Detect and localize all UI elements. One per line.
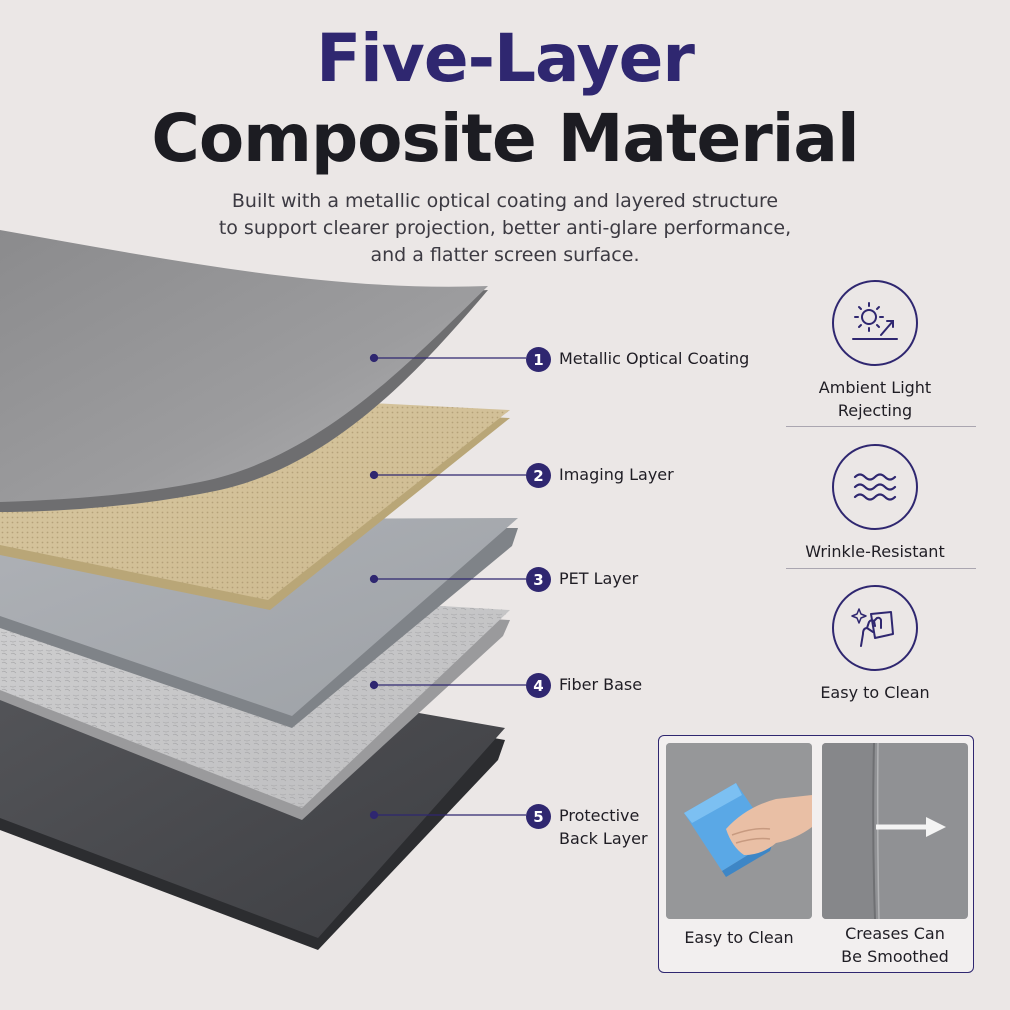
number-badge: 2 [526, 463, 551, 488]
subtitle-line: to support clearer projection, better an… [218, 217, 792, 239]
feature-icon-circle [832, 585, 918, 671]
layer-label-line: Imaging Layer [559, 465, 674, 484]
callout-layer-5: 5 Protective Back Layer [526, 804, 648, 850]
demo-label-line: Easy to Clean [684, 928, 794, 947]
easy-to-clean-photo [666, 743, 812, 919]
arrow-right-icon [926, 817, 946, 837]
feature-icon-circle [832, 280, 918, 366]
layer-2-sheet [0, 402, 510, 610]
feature-label: Easy to Clean [786, 681, 964, 704]
hand-wipe-icon [851, 608, 894, 647]
demo-label-line: Be Smoothed [841, 947, 949, 966]
feature-ambient-light: Ambient Light Rejecting [786, 280, 964, 422]
layer-label: PET Layer [559, 567, 638, 590]
creases-photo [822, 743, 968, 919]
feature-wrinkle-resistant: Wrinkle-Resistant [786, 444, 964, 563]
demo-label-line: Creases Can [845, 924, 945, 943]
layer-label: Fiber Base [559, 673, 642, 696]
layer-label-line: PET Layer [559, 569, 639, 588]
callout-layer-1: 1 Metallic Optical Coating [526, 347, 749, 372]
subtitle-line: and a flatter screen surface. [370, 244, 640, 266]
feature-divider [786, 426, 976, 427]
subtitle-line: Built with a metallic optical coating an… [231, 190, 779, 212]
cloth-wipe-illustration [666, 743, 812, 919]
feature-easy-to-clean: Easy to Clean [786, 585, 964, 704]
callout-layer-2: 2 Imaging Layer [526, 463, 674, 488]
layer-label-line: Back Layer [559, 829, 648, 848]
feature-divider [786, 568, 976, 569]
feature-label-line: Easy to Clean [820, 683, 930, 702]
layer-label: Imaging Layer [559, 463, 674, 486]
layer-label: Protective Back Layer [559, 804, 648, 850]
number-badge: 1 [526, 347, 551, 372]
subtitle: Built with a metallic optical coating an… [200, 188, 810, 269]
leader-lines [369, 353, 526, 820]
title-line-1: Five-Layer [316, 20, 695, 97]
feature-label: Wrinkle-Resistant [786, 540, 964, 563]
title-line-2: Composite Material [151, 100, 859, 177]
demo-panel: Easy to Clean Creases Can Be Smoothed [658, 735, 974, 973]
layer-1-sheet [0, 230, 488, 512]
number-badge: 5 [526, 804, 551, 829]
feature-label-line: Wrinkle-Resistant [805, 542, 945, 561]
feature-label-line: Ambient Light [818, 378, 932, 397]
demo-label-left: Easy to Clean [659, 926, 819, 949]
sun-reflection-icon [852, 302, 898, 340]
feature-label: Ambient Light Rejecting [786, 376, 964, 422]
feature-label-line: Rejecting [837, 401, 913, 420]
feature-icon-circle [832, 444, 918, 530]
number-badge: 3 [526, 567, 551, 592]
layer-label: Metallic Optical Coating [559, 347, 749, 370]
layer-label-line: Protective [559, 806, 640, 825]
callout-layer-4: 4 Fiber Base [526, 673, 642, 698]
demo-label-right: Creases Can Be Smoothed [815, 922, 975, 968]
layer-label-line: Fiber Base [559, 675, 643, 694]
layer-label-line: Metallic Optical Coating [559, 349, 750, 368]
number-badge: 4 [526, 673, 551, 698]
waves-icon [853, 473, 897, 501]
callout-layer-3: 3 PET Layer [526, 567, 638, 592]
crease-smooth-illustration [822, 743, 968, 919]
